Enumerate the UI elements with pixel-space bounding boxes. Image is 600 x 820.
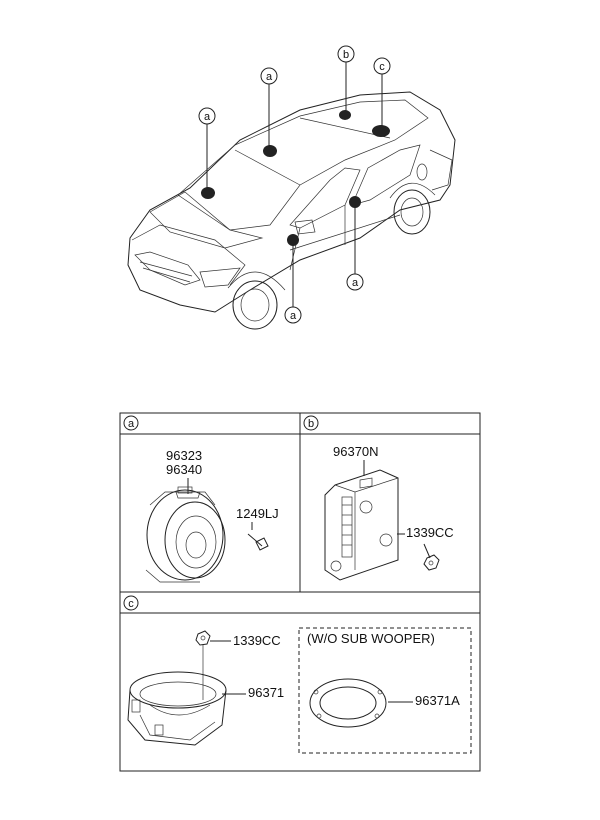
svg-text:a: a xyxy=(128,418,135,430)
without-subwoofer-note: (W/O SUB WOOPER) xyxy=(307,631,435,646)
svg-text:a: a xyxy=(204,111,211,123)
part-number-96371: 96371 xyxy=(248,685,284,700)
callout-a-front-dash: a xyxy=(198,107,216,125)
svg-text:a: a xyxy=(266,71,273,83)
mounting-ring xyxy=(309,678,387,728)
callout-c: c xyxy=(373,57,391,75)
part-number-nut: 1339CC xyxy=(233,633,281,648)
without-subwoofer-box xyxy=(298,627,472,754)
svg-text:b: b xyxy=(308,418,314,430)
svg-text:a: a xyxy=(352,277,359,289)
callout-a-rear-door: a xyxy=(346,273,364,291)
front-wheel xyxy=(227,271,286,330)
part-number-96340: 96340 xyxy=(166,462,202,477)
panel-a: a 96323 96340 1249LJ xyxy=(123,415,279,583)
part-number-96371A: 96371A xyxy=(415,693,460,708)
svg-text:a: a xyxy=(290,310,297,322)
panel-b: b 96370N 1339CC xyxy=(303,415,454,581)
part-number-screw: 1249LJ xyxy=(236,506,279,521)
part-number-nut: 1339CC xyxy=(406,525,454,540)
rear-wheel xyxy=(389,182,436,235)
nut-icon xyxy=(423,554,440,571)
speaker-spot-front-door xyxy=(287,234,299,246)
callout-b: b xyxy=(337,45,355,63)
parts-table xyxy=(119,412,481,772)
door-speaker xyxy=(145,486,226,583)
part-number-96323: 96323 xyxy=(166,448,202,463)
callout-a-front-door: a xyxy=(284,306,302,324)
speaker-spot-front-dash xyxy=(201,187,215,199)
svg-text:c: c xyxy=(128,598,134,610)
amplifier-unit xyxy=(324,469,399,581)
svg-text:b: b xyxy=(343,49,349,61)
speaker-spot-rear-door xyxy=(349,196,361,208)
subwoofer xyxy=(127,671,227,746)
callout-a-rear-dash: a xyxy=(260,67,278,85)
speaker-spot-subwoofer xyxy=(372,125,390,137)
panel-c: c 1339CC 96371 (W/O SUB WOOPER) 96371A xyxy=(123,595,472,754)
nut-icon xyxy=(195,630,211,646)
svg-text:c: c xyxy=(379,61,385,73)
car-illustration xyxy=(127,62,456,330)
speaker-spot-rear-dash xyxy=(263,145,277,157)
screw-icon xyxy=(247,533,269,551)
speaker-spot-amp xyxy=(339,110,351,120)
part-number-96370N: 96370N xyxy=(333,444,379,459)
